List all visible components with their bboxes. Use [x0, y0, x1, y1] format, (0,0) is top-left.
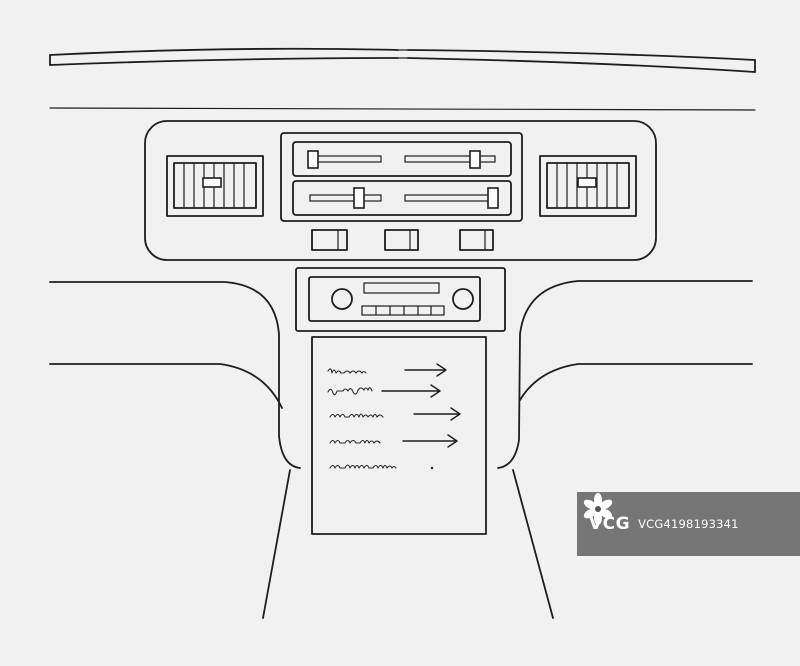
climate-console — [144, 120, 657, 261]
radio-preset-buttons — [361, 305, 445, 316]
air-vent-left — [166, 155, 264, 217]
radio-volume-knob — [331, 288, 353, 310]
arrow-icon — [413, 407, 461, 421]
center-tunnel-left — [262, 469, 291, 619]
slider-bottom-right — [404, 187, 499, 209]
dashboard-top-line — [49, 107, 756, 111]
watermark: VCG VCG4198193341 — [577, 492, 800, 556]
console-button-center — [384, 229, 419, 251]
vcg-flower-icon — [583, 493, 613, 525]
handwriting-line-3 — [329, 413, 384, 418]
windshield-edge — [49, 47, 756, 73]
dashboard-lower-edge-left — [49, 363, 283, 409]
air-vent-right — [539, 155, 637, 217]
arrow-icon — [404, 363, 447, 377]
slider-top-left — [307, 150, 382, 169]
handwriting-line-4 — [329, 439, 381, 444]
dashboard-edge-left — [49, 281, 301, 469]
arrow-icon — [402, 434, 458, 448]
slider-top-right — [404, 150, 496, 169]
watermark-image-id: VCG4198193341 — [638, 517, 739, 531]
radio-display — [363, 282, 440, 294]
handwriting-line-2 — [327, 387, 373, 396]
arrow-icon — [381, 384, 441, 398]
center-tunnel-right — [512, 469, 554, 619]
handwriting-line-1 — [327, 368, 367, 374]
dashboard-edge-right — [497, 280, 753, 469]
console-button-left — [311, 229, 348, 251]
climate-slider-panel — [280, 132, 523, 222]
console-button-right — [459, 229, 494, 251]
slider-bottom-left — [309, 187, 382, 209]
dashboard-lower-edge-right — [519, 363, 753, 401]
radio-unit — [295, 267, 506, 332]
handwriting-line-5 — [329, 464, 434, 470]
radio-tuning-knob — [452, 288, 474, 310]
note-card — [311, 336, 487, 535]
